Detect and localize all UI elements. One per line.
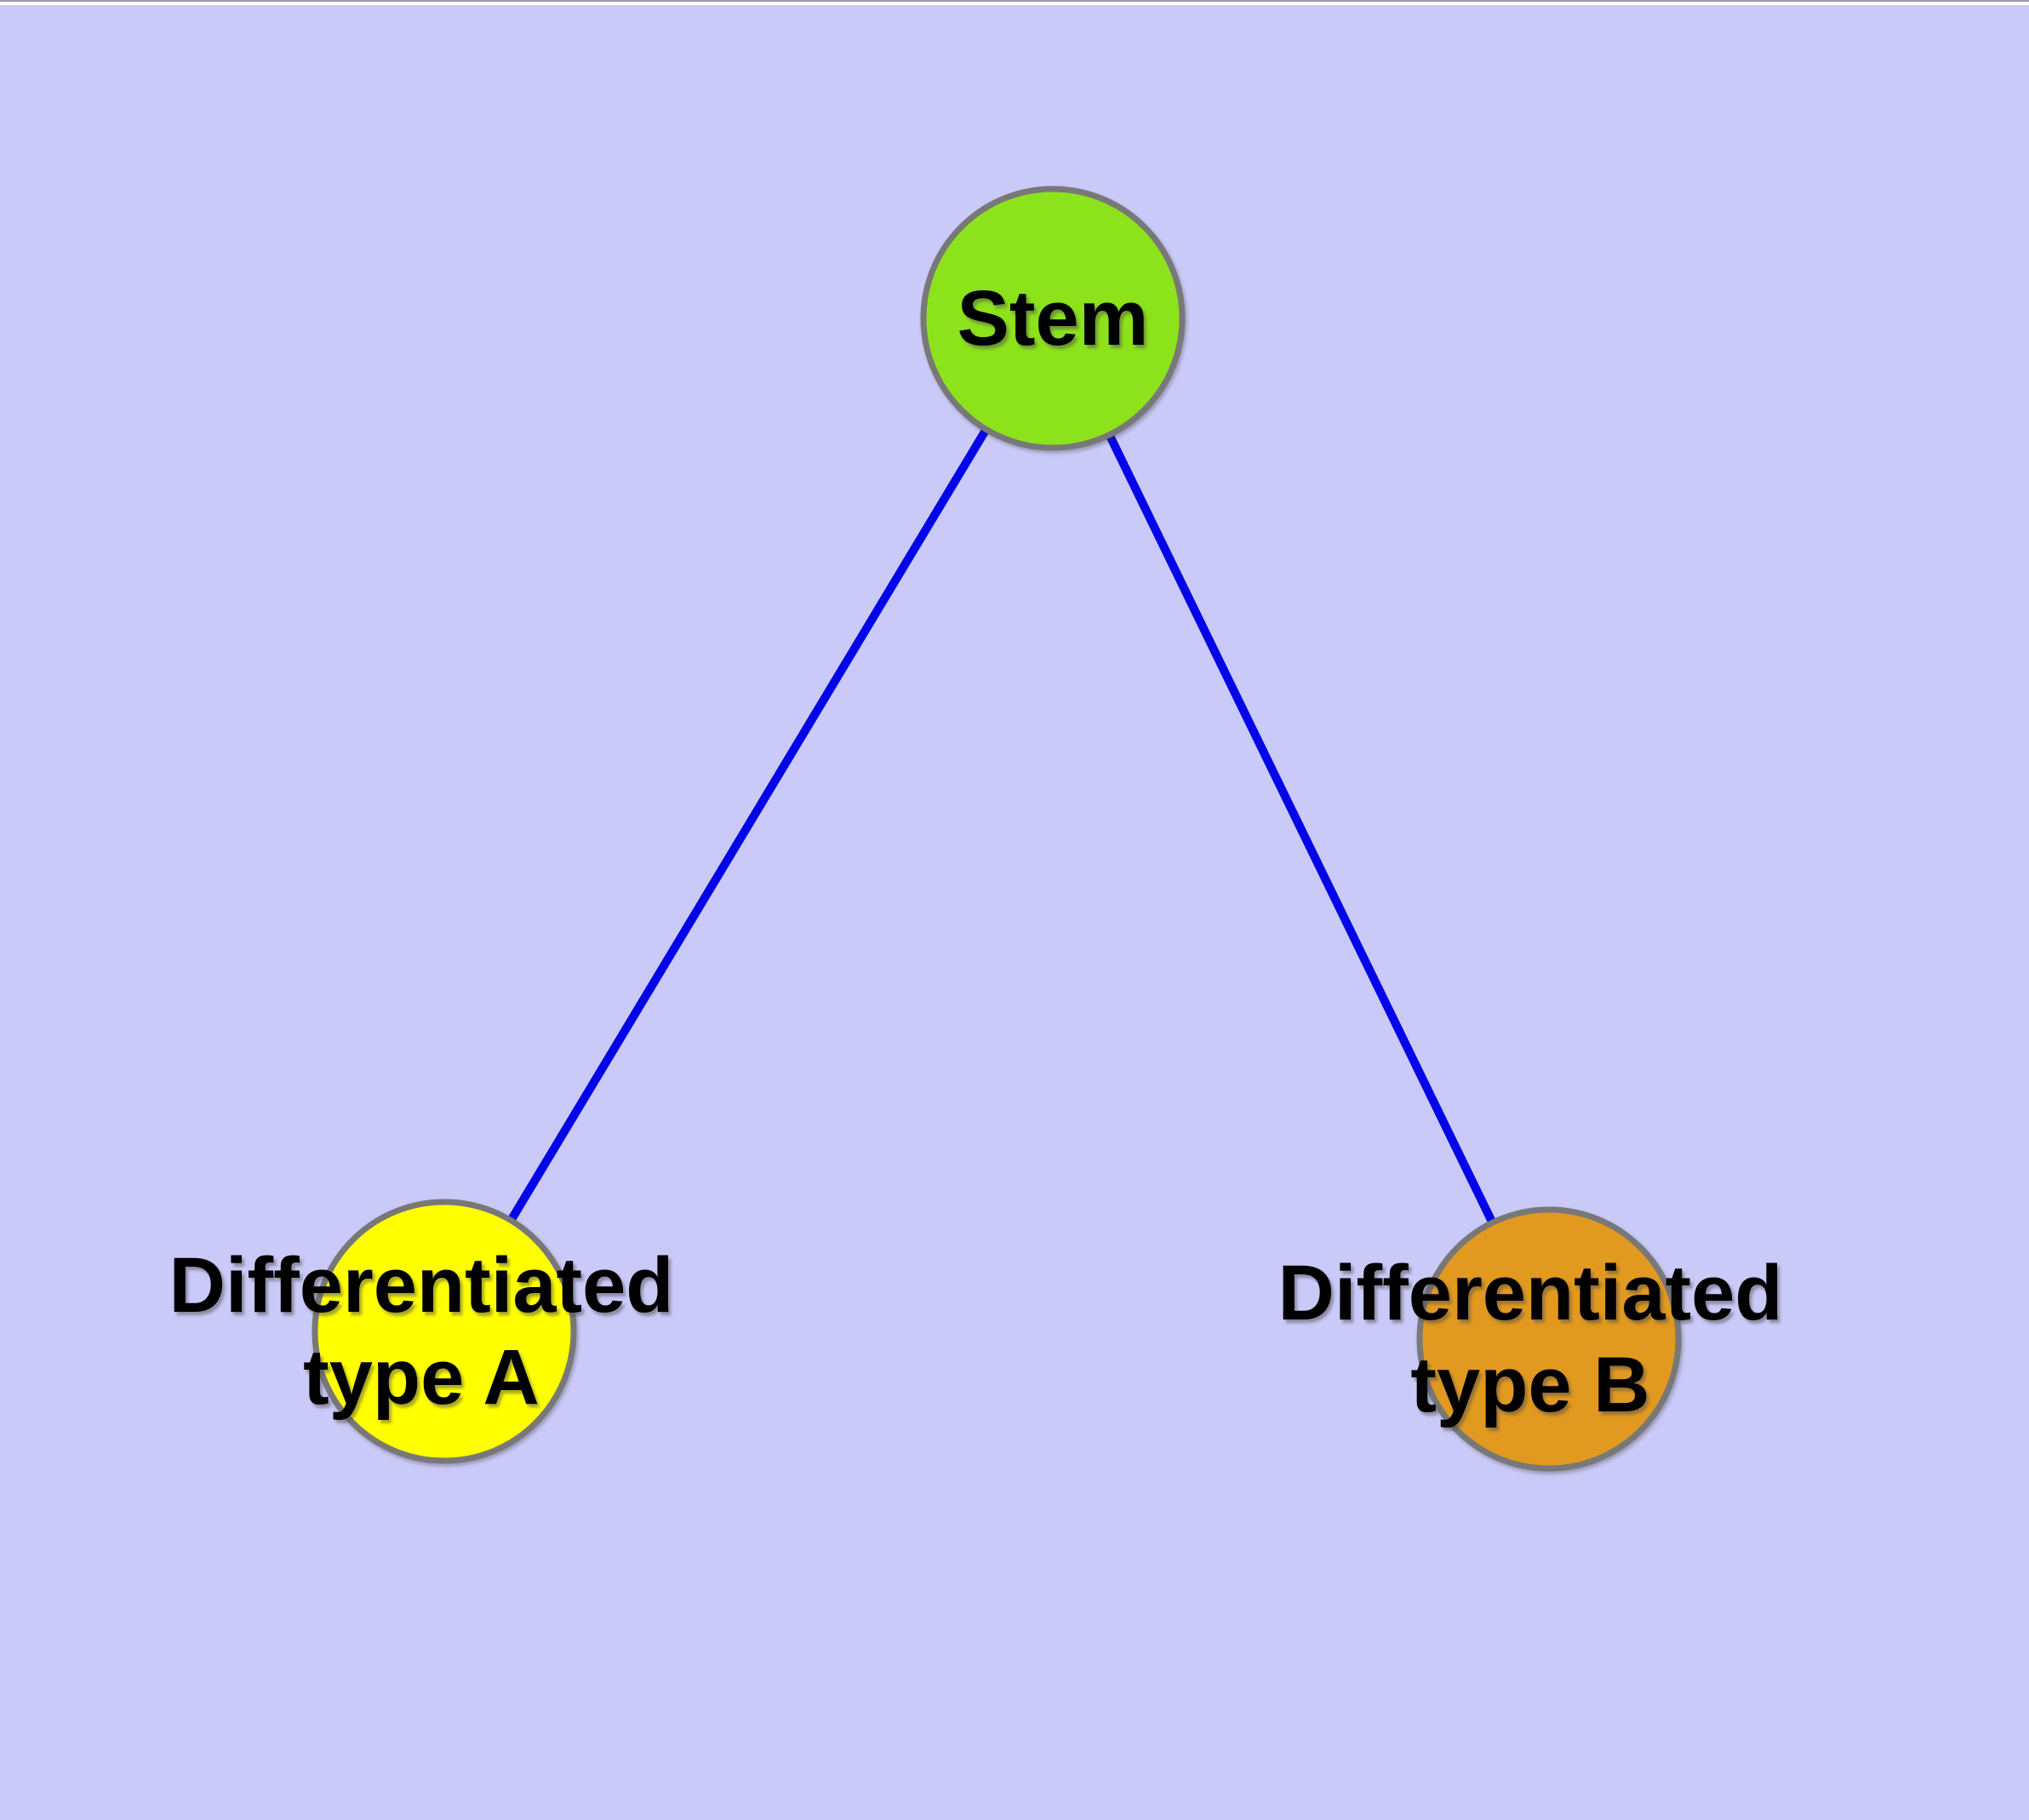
edge-stem-to-type-b: [1049, 316, 1553, 1342]
node-differentiated-type-b-circle[interactable]: [1416, 1206, 1682, 1472]
node-differentiated-type-b-label: Differentiated type B: [1278, 1247, 1783, 1431]
node-stem-label: Stem: [957, 272, 1149, 364]
graph-svg: [311, 186, 1682, 1472]
node-b-label-line-2: type B: [1410, 1342, 1650, 1428]
node-stem-circle[interactable]: [920, 186, 1186, 451]
node-stem-label-line: Stem: [957, 275, 1149, 362]
edge-stem-to-type-a: [440, 316, 1057, 1334]
node-a-label-line-2: type A: [303, 1334, 540, 1421]
node-differentiated-type-a-circle[interactable]: [311, 1199, 577, 1464]
graph-canvas: Stem Differentiated type A Differentiate…: [0, 5, 2029, 1820]
node-differentiated-type-a-label: Differentiated type A: [169, 1239, 674, 1423]
top-edge-artifact: [0, 0, 2029, 5]
node-b-label-line-1: Differentiated: [1277, 1250, 1783, 1336]
node-a-label-line-1: Differentiated: [169, 1242, 674, 1329]
